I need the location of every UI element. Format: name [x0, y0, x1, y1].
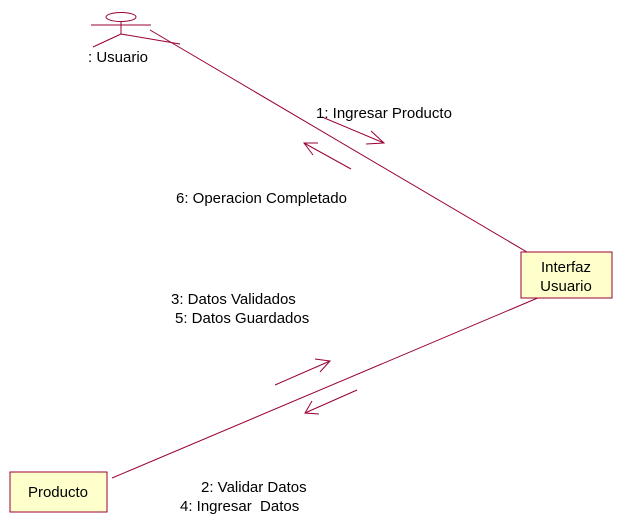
- object-producto[interactable]: Producto: [9, 471, 108, 513]
- producto-label: Producto: [28, 484, 88, 501]
- message-5-label: 5: Datos Guardados: [175, 310, 309, 327]
- message-4-label: 4: Ingresar Datos: [180, 498, 299, 515]
- interfaz-usuario-box: [520, 251, 613, 299]
- arrow-validar-datos: [304, 389, 358, 415]
- interfaz-usuario-label-line1: Interfaz: [541, 259, 591, 276]
- actor-head: [105, 12, 137, 22]
- link-usuario-interfaz: [149, 29, 533, 256]
- actor-label: : Usuario: [88, 49, 148, 66]
- message-1-label: 1: Ingresar Producto: [316, 105, 452, 122]
- producto-box: [9, 471, 108, 513]
- message-2-label: 2: Validar Datos: [201, 479, 307, 496]
- interfaz-usuario-label-line2: Usuario: [540, 278, 592, 295]
- arrow-operacion-completado: [303, 142, 352, 170]
- actor-left-leg: [92, 33, 122, 48]
- message-6-label: 6: Operacion Completado: [176, 190, 347, 207]
- actor-right-leg: [120, 33, 181, 45]
- arrow-ingresar-producto: [321, 116, 386, 145]
- message-3-label: 3: Datos Validados: [171, 291, 296, 308]
- arrow-datos-validados: [274, 358, 332, 386]
- actor-usuario[interactable]: [91, 12, 181, 48]
- object-interfaz-usuario[interactable]: Interfaz Usuario: [520, 251, 613, 299]
- link-interfaz-producto: [111, 296, 541, 479]
